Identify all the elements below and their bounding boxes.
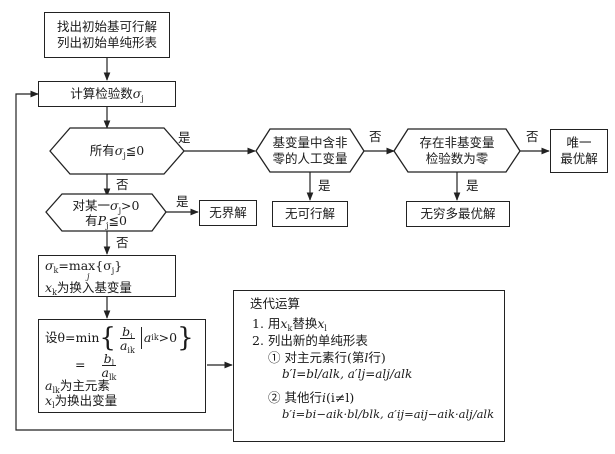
label-no-all: 否 (116, 177, 129, 192)
sub1-formula: b′l=bl/alk, a′lj=alj/alk (282, 367, 413, 381)
decision-all-sigma-shape (49, 127, 185, 175)
ratio-bi-sub: i (130, 331, 133, 341)
some-line1-pre: 对某一 (72, 198, 111, 213)
sub2-formula: b′i=bi−aik·bl/blk, a′ij=aij−aik·alj/alk (282, 407, 495, 421)
decision-some-sigma: 对某一σj>0 有Pj≦0 (52, 195, 160, 231)
sk-var-sub: k (52, 288, 57, 297)
sigma-symbol: σ (132, 86, 142, 101)
decision-nonbasic-zero: 存在非基变量 检验数为零 (400, 130, 514, 172)
sk-lhs-sub: k (53, 266, 59, 275)
check-all-pre: 所有 (89, 143, 115, 158)
decision-some-sigma-shape (45, 193, 167, 232)
sub1-pre: ① 对主元素行(第 (268, 350, 365, 365)
ratio-aik: a (119, 337, 128, 353)
sub2-var: i (321, 390, 326, 405)
ratio-aik-sub: ik (127, 345, 135, 355)
some-P: P (97, 213, 106, 228)
some-psub: j (106, 221, 109, 230)
nonbasic-line2: 检验数为零 (425, 151, 489, 166)
start-box: 找出初始基可行解 列出初始单纯形表 (44, 12, 170, 58)
out-text: 为换出变量 (54, 393, 118, 408)
start-line1: 找出初始基可行解 (56, 19, 157, 34)
some-line2-post: ≦0 (108, 213, 127, 228)
step1-x1: x (280, 316, 288, 331)
label-no-some: 否 (116, 235, 129, 250)
sub2-pre: ② 其他行 (268, 390, 322, 405)
pivot-text: 为主元素 (59, 378, 110, 393)
step2: 2. 列出新的单纯形表 (252, 333, 368, 348)
label-yes-artificial: 是 (318, 178, 331, 193)
step1-s1: k (287, 324, 293, 333)
step1-pre: 1. 用 (252, 316, 281, 331)
select-entering-box: σk=max{σj} j xk为换入基变量 (38, 255, 176, 297)
unbounded-box: 无界解 (199, 200, 257, 226)
some-line1-post: >0 (121, 198, 140, 213)
step1-s2: l (324, 324, 327, 333)
unique-optimal-box: 唯一 最优解 (550, 129, 608, 173)
ratio-alk-sub: lk (108, 372, 117, 382)
pivot-var: a (45, 378, 53, 393)
unique-line2: 最优解 (560, 151, 598, 166)
ratio-eq: = (75, 357, 86, 372)
out-var: x (45, 393, 53, 408)
check-all-sym: σ (114, 143, 124, 158)
ratio-bl: b (103, 350, 112, 366)
unique-line1: 唯一 (566, 135, 592, 150)
infinite-optimal-box: 无穷多最优解 (406, 201, 510, 227)
some-sym: σ (110, 198, 119, 213)
ratio-bl-sub: l (111, 358, 115, 368)
some-sub: j (118, 206, 122, 215)
ratio-bi: b (122, 323, 131, 339)
sk-max: =max (58, 258, 96, 273)
step1-x2: x (317, 316, 325, 331)
infinite-text: 无穷多最优解 (420, 206, 496, 221)
some-line2-pre: 有 (85, 213, 98, 228)
ratio-alk: a (101, 364, 109, 380)
sk-close: } (114, 258, 123, 273)
check-all-post: ≦0 (125, 143, 145, 158)
ratio-cond-post: >0 (158, 330, 178, 345)
compute-text: 计算检验数 (70, 86, 133, 101)
sk-var: x (45, 280, 53, 295)
sub2-cond: (i≠l) (325, 390, 355, 405)
label-yes-some: 是 (176, 194, 189, 209)
sk-lhs: σ (45, 258, 54, 273)
compute-sigma-box: 计算检验数σj (38, 81, 176, 107)
label-no-artificial: 否 (369, 129, 382, 144)
infeasible-box: 无可行解 (272, 201, 348, 227)
start-line2: 列出初始单纯形表 (56, 35, 157, 50)
decision-nonbasic-shape (393, 128, 521, 173)
sk-set-sub: j (111, 266, 115, 275)
label-yes-all: 是 (178, 130, 191, 145)
ratio-pre: 设θ=min (45, 330, 100, 345)
sub1-post: 行) (368, 350, 386, 365)
decision-artificial-shape (255, 128, 365, 173)
out-sub: l (52, 401, 55, 410)
check-all-sub: j (123, 151, 126, 160)
infeasible-text: 无可行解 (284, 206, 335, 221)
sigma-sub: j (141, 94, 144, 103)
pivot-sub: lk (52, 386, 60, 395)
artificial-line2: 零的人工变量 (272, 151, 348, 166)
iteration-box: 迭代运算 1. 用xk替换xl 2. 列出新的单纯形表 ① 对主元素行(第l行)… (233, 290, 505, 442)
sk-line2-text: 为换入基变量 (56, 280, 132, 295)
feedback-loop (15, 90, 232, 431)
step1-mid: 替换 (292, 316, 318, 331)
artificial-line1: 基变量中含非 (272, 135, 348, 150)
unbounded-text: 无界解 (209, 205, 247, 220)
iterate-title: 迭代运算 (250, 296, 301, 311)
label-yes-nonbasic: 是 (466, 178, 479, 193)
nonbasic-line1: 存在非基变量 (419, 135, 495, 150)
sub1-var: l (364, 350, 369, 365)
decision-artificial: 基变量中含非 零的人工变量 (262, 130, 358, 172)
sk-under: j (87, 272, 90, 281)
label-no-nonbasic: 否 (526, 129, 539, 144)
sk-set: {σ (95, 258, 112, 273)
ratio-cond: a (143, 330, 152, 345)
decision-all-sigma: 所有σj≦0 (56, 130, 178, 172)
